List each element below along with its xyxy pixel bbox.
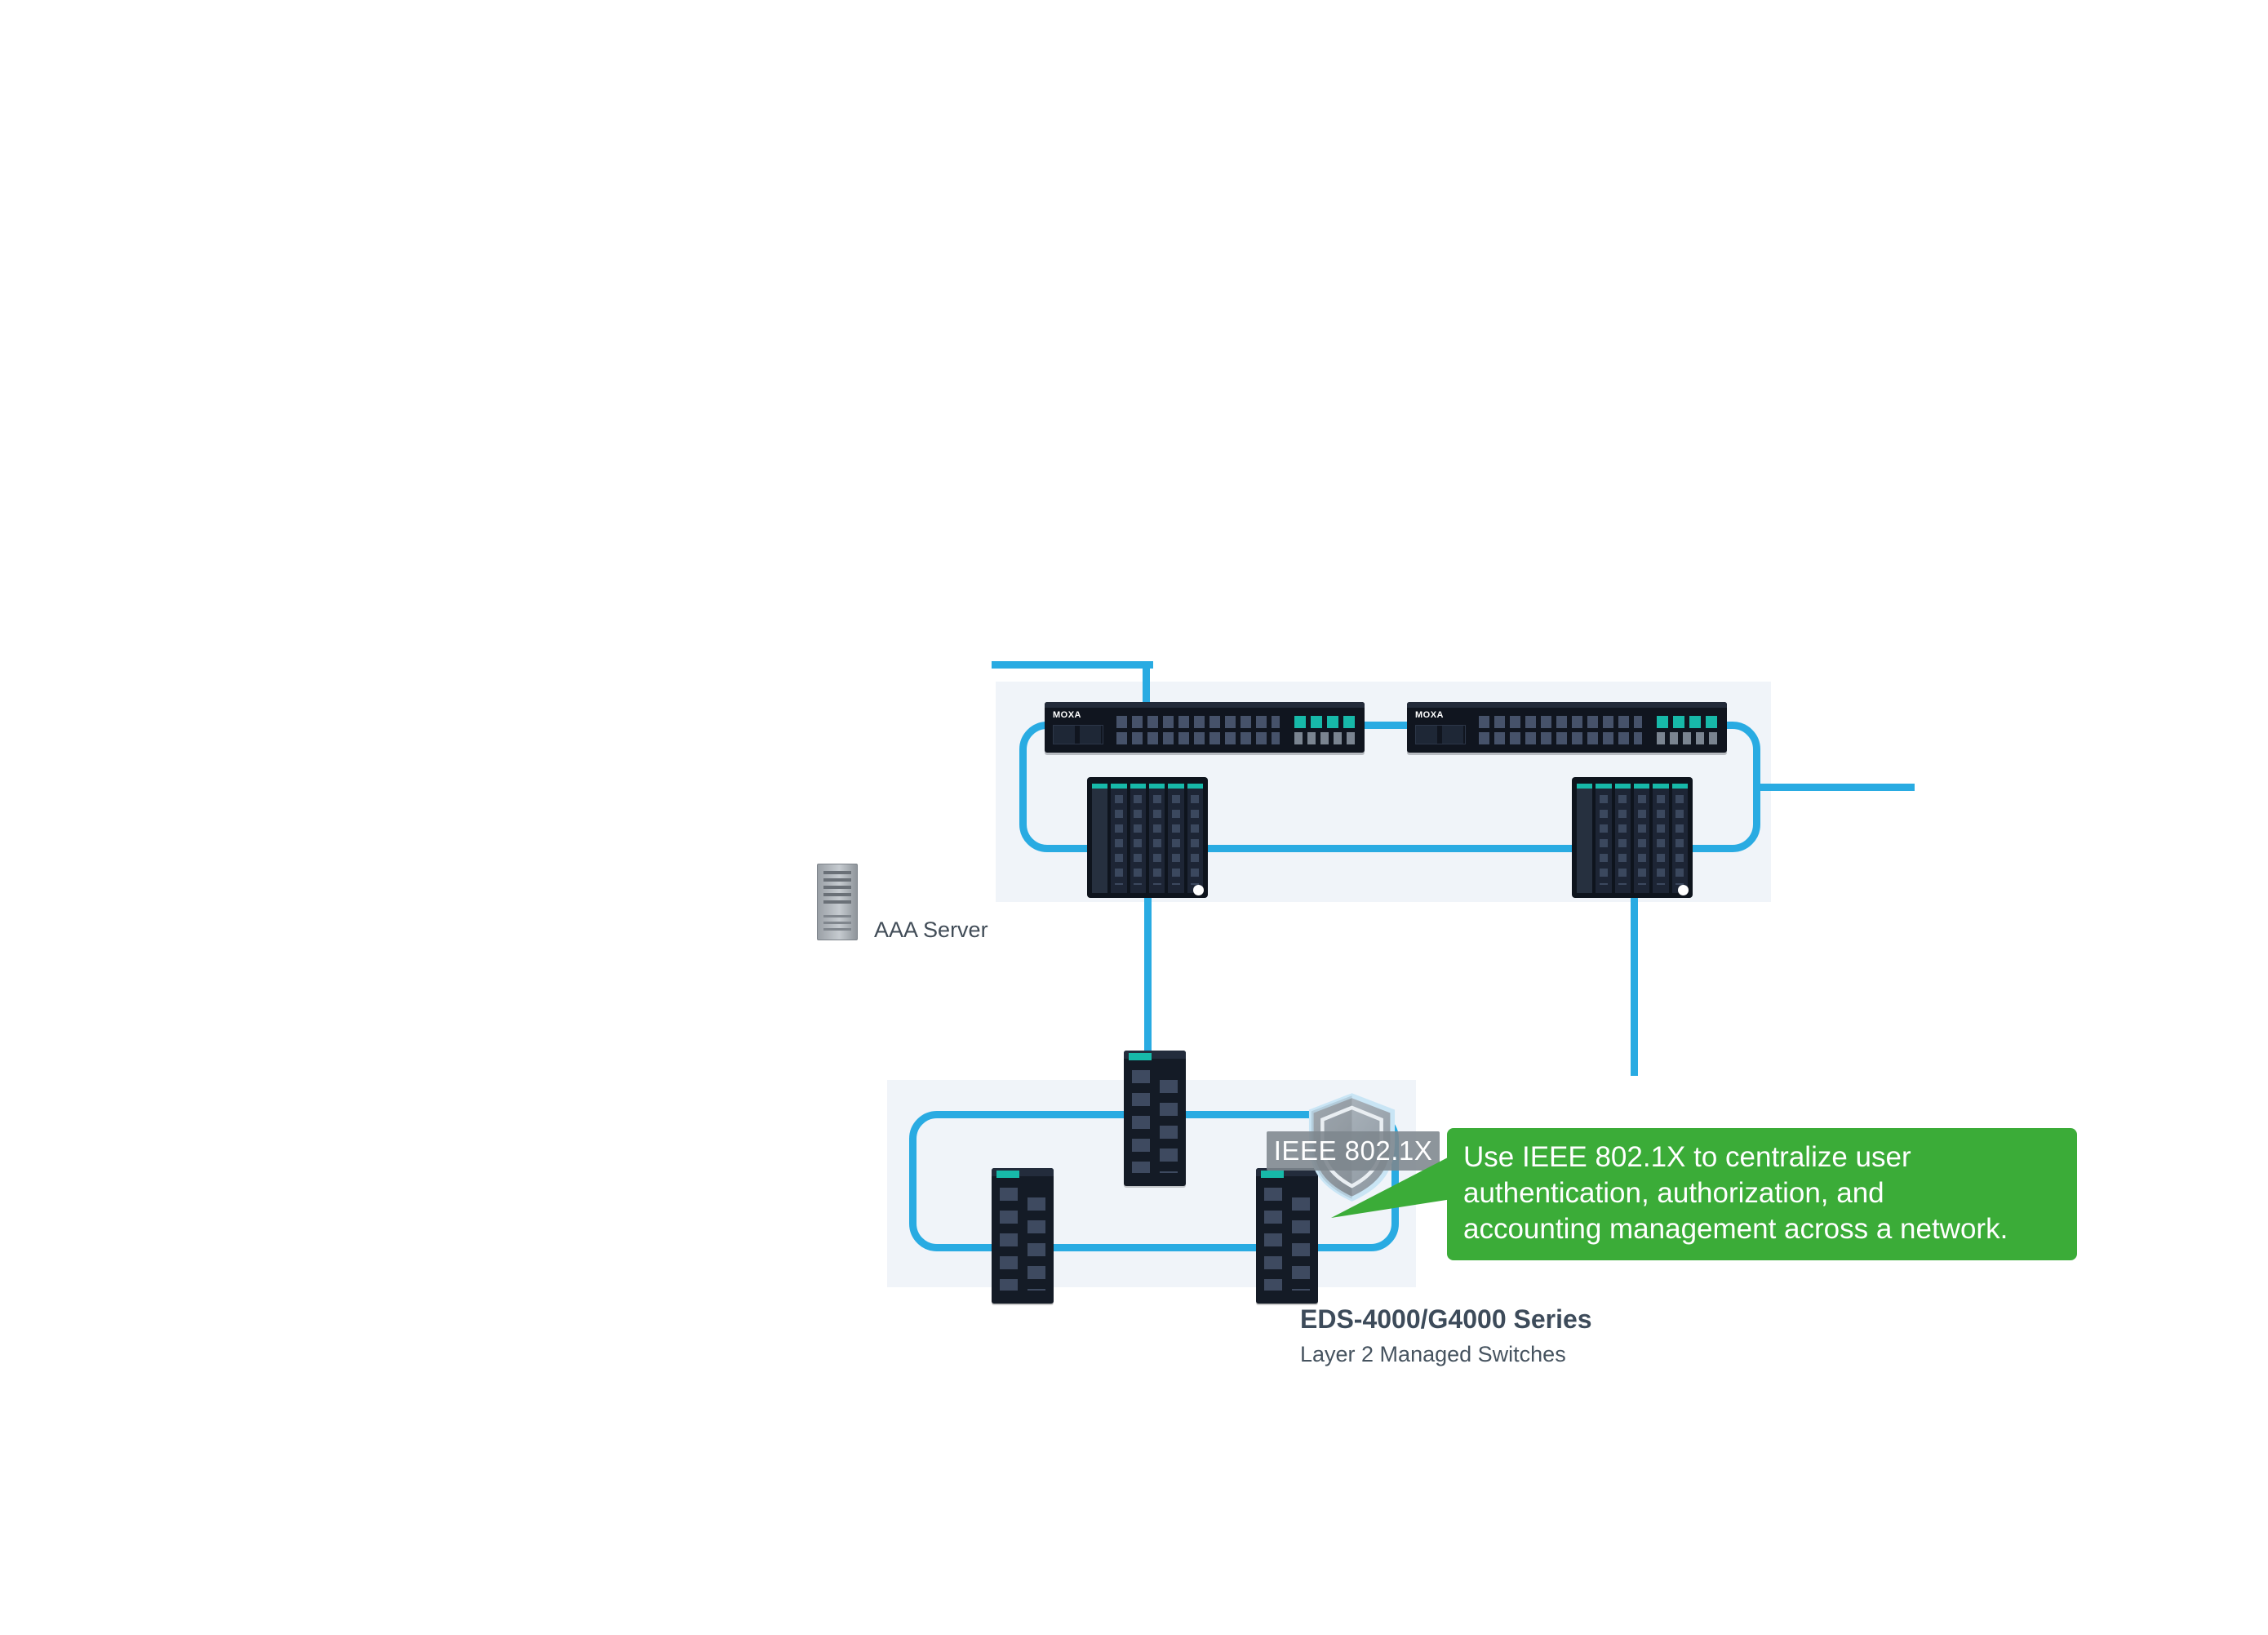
port-labels	[1657, 732, 1717, 744]
left-drop-link	[1144, 895, 1152, 1058]
switch-top-edge	[1256, 1168, 1318, 1176]
port-column	[1292, 1197, 1310, 1291]
moxa-logo: MOXA	[1053, 710, 1081, 720]
port-row	[1479, 716, 1642, 728]
rackmount-switch-right: MOXA	[1407, 702, 1727, 753]
port-row	[1479, 732, 1642, 744]
status-dot	[1193, 885, 1204, 895]
status-dot	[1678, 885, 1689, 895]
callout-text-line: authentication, authorization, and	[1463, 1177, 1884, 1210]
port-column	[1264, 1188, 1282, 1291]
teal-accent	[996, 1171, 1019, 1178]
led-indicators	[1657, 716, 1717, 728]
line-module	[1111, 784, 1127, 893]
callout-text-line: accounting management across a network.	[1463, 1213, 2008, 1246]
port-labels	[1294, 732, 1355, 744]
line-module	[1633, 784, 1650, 893]
line-module	[1148, 784, 1165, 893]
sfp-slots	[1415, 725, 1466, 744]
line-module	[1168, 784, 1184, 893]
aaa-server-label: AAA Server	[874, 917, 988, 942]
uplink-line-horizontal	[992, 661, 1153, 669]
switch-top-edge	[1407, 702, 1727, 708]
line-module	[1614, 784, 1631, 893]
switch-top-edge	[992, 1168, 1054, 1176]
rackmount-switch-left: MOXA	[1045, 702, 1365, 753]
series-title: EDS-4000/G4000 Series	[1300, 1304, 1592, 1334]
teal-accent	[1129, 1053, 1152, 1060]
led-indicators	[1294, 716, 1355, 728]
modular-switch-right	[1572, 777, 1693, 898]
callout-text-line: Use IEEE 802.1X to centralize user	[1463, 1141, 1911, 1173]
din-switch-right	[1256, 1168, 1318, 1304]
right-uplink-line	[1755, 784, 1915, 791]
line-module	[1130, 784, 1146, 893]
callout-bubble: Use IEEE 802.1X to centralize user authe…	[1331, 1128, 2077, 1261]
uplink-line-vertical	[1143, 661, 1150, 728]
line-module	[1653, 784, 1669, 893]
ieee-8021x-badge: IEEE 802.1X	[1267, 1131, 1440, 1171]
switch-top-edge	[1124, 1051, 1186, 1059]
port-row	[1116, 716, 1280, 728]
power-module	[1092, 784, 1108, 893]
port-row	[1116, 732, 1280, 744]
server-drive-bays	[823, 915, 851, 933]
switch-top-edge	[1045, 702, 1365, 708]
series-subtitle: Layer 2 Managed Switches	[1300, 1342, 1566, 1366]
port-column	[1132, 1070, 1150, 1173]
server-vents	[823, 871, 851, 907]
line-module	[1596, 784, 1612, 893]
port-column	[1160, 1080, 1178, 1173]
line-module	[1671, 784, 1688, 893]
teal-accent	[1261, 1171, 1284, 1178]
power-module	[1577, 784, 1593, 893]
aaa-server	[817, 864, 858, 940]
sfp-slots	[1053, 725, 1103, 744]
port-column	[1000, 1188, 1018, 1291]
series-caption: EDS-4000/G4000 Series Layer 2 Managed Sw…	[1300, 1304, 1592, 1367]
din-switch-left	[992, 1168, 1054, 1304]
moxa-logo: MOXA	[1415, 710, 1444, 720]
line-module	[1187, 784, 1203, 893]
modular-switch-left	[1087, 777, 1208, 898]
port-column	[1027, 1197, 1045, 1291]
din-switch-top	[1124, 1051, 1186, 1186]
right-drop-link	[1631, 895, 1638, 1076]
